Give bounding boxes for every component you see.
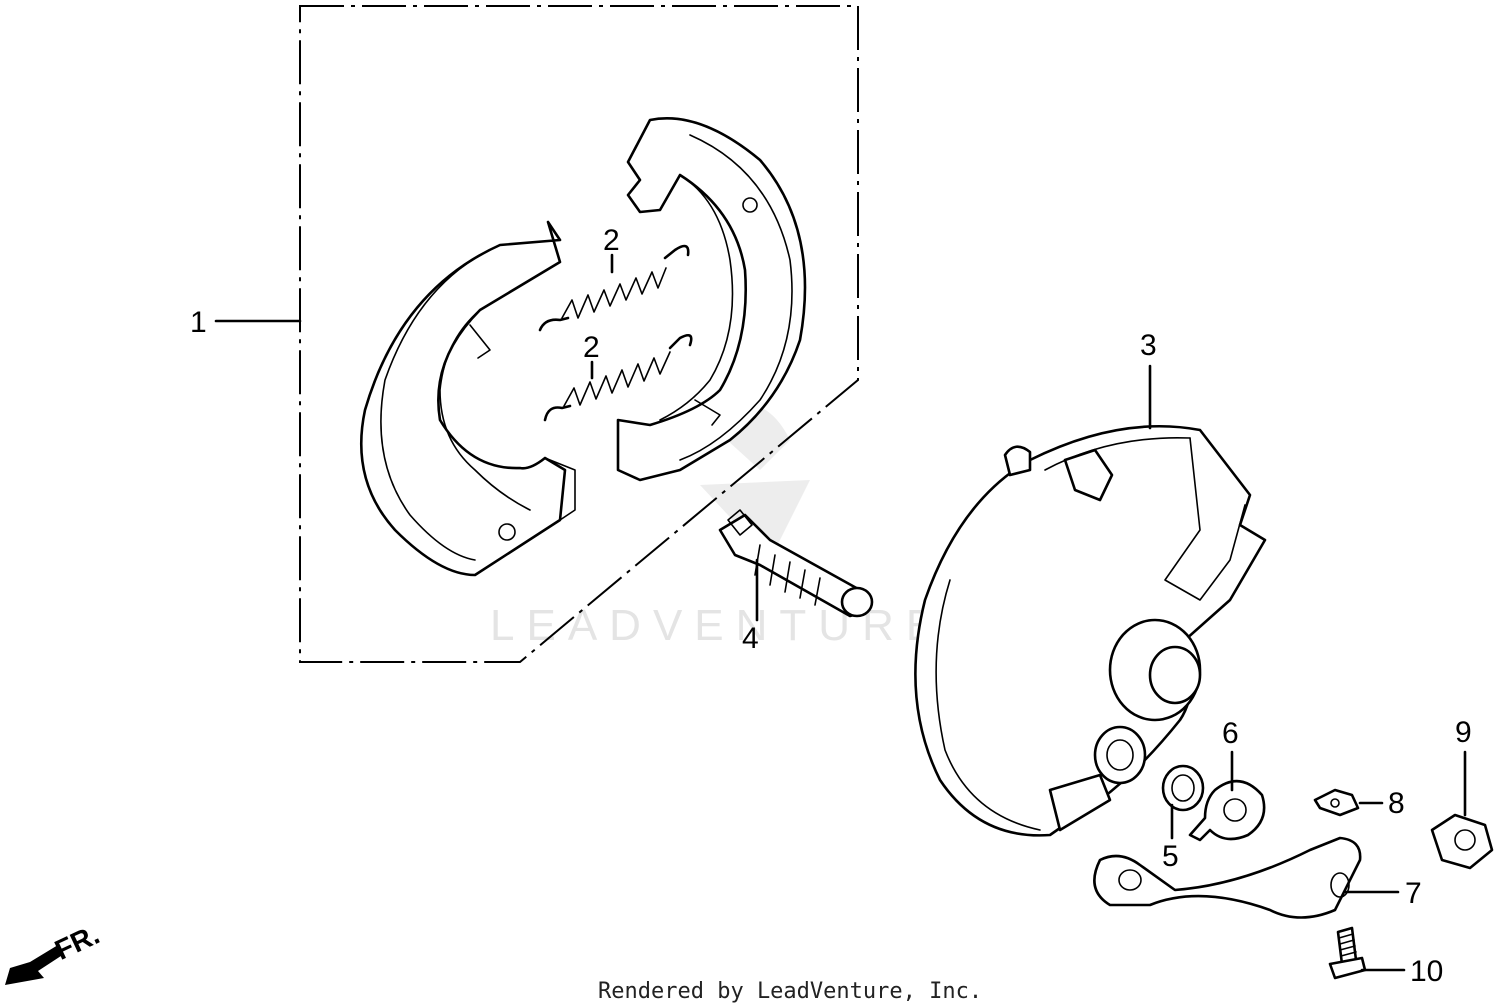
brake-panel-rim xyxy=(935,436,1191,831)
wear-indicator[interactable] xyxy=(1188,779,1266,842)
brake-shoe-left-body xyxy=(359,220,567,577)
wear-indicator-hole xyxy=(1223,798,1247,822)
watermark-logo-mark xyxy=(700,480,810,560)
front-direction-label: FR. xyxy=(50,919,104,966)
watermark-text: LEADVENTURE xyxy=(490,601,947,650)
brake-shoe-right-web xyxy=(659,174,734,421)
callout-9[interactable]: 9 xyxy=(1455,716,1472,817)
brake-panel-cam-hole xyxy=(1093,725,1147,785)
brake-shoe-left-tab xyxy=(469,324,491,359)
callout-7-number: 7 xyxy=(1405,877,1422,910)
callout-6[interactable]: 6 xyxy=(1222,717,1239,792)
brake-cam-head xyxy=(727,509,753,536)
pin-clip[interactable] xyxy=(1313,788,1360,817)
callout-10[interactable]: 10 xyxy=(1360,955,1443,988)
callout-7[interactable]: 7 xyxy=(1343,877,1422,910)
brake-panel-rib xyxy=(1164,437,1246,601)
callout-9-number: 9 xyxy=(1455,716,1472,749)
brake-shoe-right-pivot-hole xyxy=(742,197,758,213)
spring-lower-hook-left xyxy=(543,404,572,422)
callout-8[interactable]: 8 xyxy=(1358,787,1405,820)
callout-2-lower[interactable]: 2 xyxy=(583,331,600,380)
brake-panel-stud xyxy=(1003,445,1032,477)
brake-shoe-left-lining-edge xyxy=(380,244,501,561)
pin-clip-body xyxy=(1313,788,1360,817)
callout-10-number: 10 xyxy=(1410,955,1443,988)
pin-clip-hole xyxy=(1330,798,1340,808)
nut-bore xyxy=(1454,829,1476,851)
spring-lower[interactable] xyxy=(543,333,693,422)
spring-lower-hook-right xyxy=(668,333,693,350)
brake-cam[interactable] xyxy=(718,509,874,618)
spring-upper-hook-right xyxy=(663,244,690,260)
brake-shoe-left[interactable] xyxy=(359,220,576,577)
brake-shoe-right-body xyxy=(616,117,807,482)
brake-shoe-left-pivot-hole xyxy=(498,523,516,541)
callout-1[interactable]: 1 xyxy=(190,306,302,339)
callout-2-upper[interactable]: 2 xyxy=(603,224,620,274)
callout-4[interactable]: 4 xyxy=(742,558,759,655)
brake-arm-body xyxy=(1093,836,1362,919)
bolt-thread xyxy=(1338,933,1357,957)
callout-1-number: 1 xyxy=(190,306,207,339)
spring-upper-hook-left xyxy=(538,316,570,332)
brake-shoe-left-web xyxy=(439,309,531,511)
brake-shoe-right[interactable] xyxy=(616,117,807,482)
brake-cam-end xyxy=(840,586,874,618)
brake-panel[interactable] xyxy=(914,425,1267,837)
brake-arm-spline-hole xyxy=(1330,872,1350,898)
nut[interactable] xyxy=(1430,813,1494,870)
brake-arm-clevis-hole xyxy=(1118,869,1142,891)
brake-shoe-right-lining-edge xyxy=(679,134,793,461)
brake-panel-clip xyxy=(1063,448,1114,502)
brake-panel-tab xyxy=(1048,773,1112,832)
seal-outer xyxy=(1161,764,1205,812)
callout-3[interactable]: 3 xyxy=(1140,329,1157,430)
brake-shoe-left-end xyxy=(544,457,576,521)
callout-5[interactable]: 5 xyxy=(1162,803,1179,873)
callout-5-number: 5 xyxy=(1162,840,1179,873)
brake-panel-cam-hole-inner xyxy=(1106,739,1134,771)
callout-3-number: 3 xyxy=(1140,329,1157,362)
footer-credit: Rendered by LeadVenture, Inc. xyxy=(598,979,982,1004)
callout-2-upper-number: 2 xyxy=(603,224,620,257)
bolt-head xyxy=(1328,956,1367,980)
nut-body xyxy=(1430,813,1494,870)
callout-2-lower-number: 2 xyxy=(583,331,600,364)
front-arrow-icon xyxy=(5,945,64,985)
assembly-boundary xyxy=(299,5,859,663)
brake-panel-boss-bore xyxy=(1148,645,1202,705)
front-direction-indicator: FR. xyxy=(5,919,104,985)
brake-arm[interactable] xyxy=(1093,836,1362,919)
brake-shoe-right-tab xyxy=(694,399,721,426)
spring-lower-coil xyxy=(563,351,671,407)
seal[interactable] xyxy=(1161,764,1205,812)
spring-upper-coil xyxy=(561,267,667,319)
callout-8-number: 8 xyxy=(1388,787,1405,820)
callout-4-number: 4 xyxy=(742,622,759,655)
wear-indicator-plate xyxy=(1188,779,1266,842)
callout-6-number: 6 xyxy=(1222,717,1239,750)
spring-upper[interactable] xyxy=(538,244,690,332)
seal-inner xyxy=(1171,774,1195,802)
bolt[interactable] xyxy=(1328,926,1367,980)
